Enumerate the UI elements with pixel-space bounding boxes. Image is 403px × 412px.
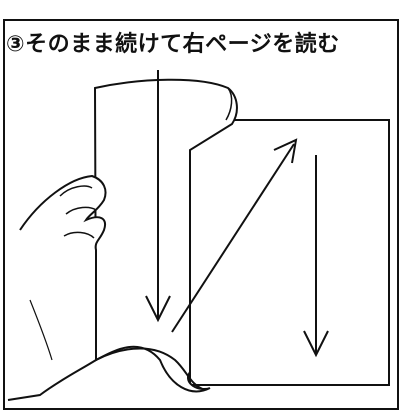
arrowhead-down-right — [303, 330, 329, 358]
instruction-caption: ③そのまま続けて右ページを読む — [6, 26, 342, 58]
arrowhead-diagonal — [273, 138, 298, 164]
arrow-diagonal — [171, 143, 295, 333]
hand-finger-2 — [65, 206, 97, 215]
hand-thumb — [63, 231, 95, 239]
arrowhead-down-left — [145, 295, 171, 323]
right-page — [189, 119, 390, 386]
hand-crease — [29, 299, 53, 361]
hand-finger-1 — [59, 185, 93, 197]
hand — [7, 174, 107, 401]
left-page-bottom-curl — [95, 347, 206, 391]
panel-border — [3, 19, 399, 410]
left-page-inner-curl — [225, 87, 233, 121]
